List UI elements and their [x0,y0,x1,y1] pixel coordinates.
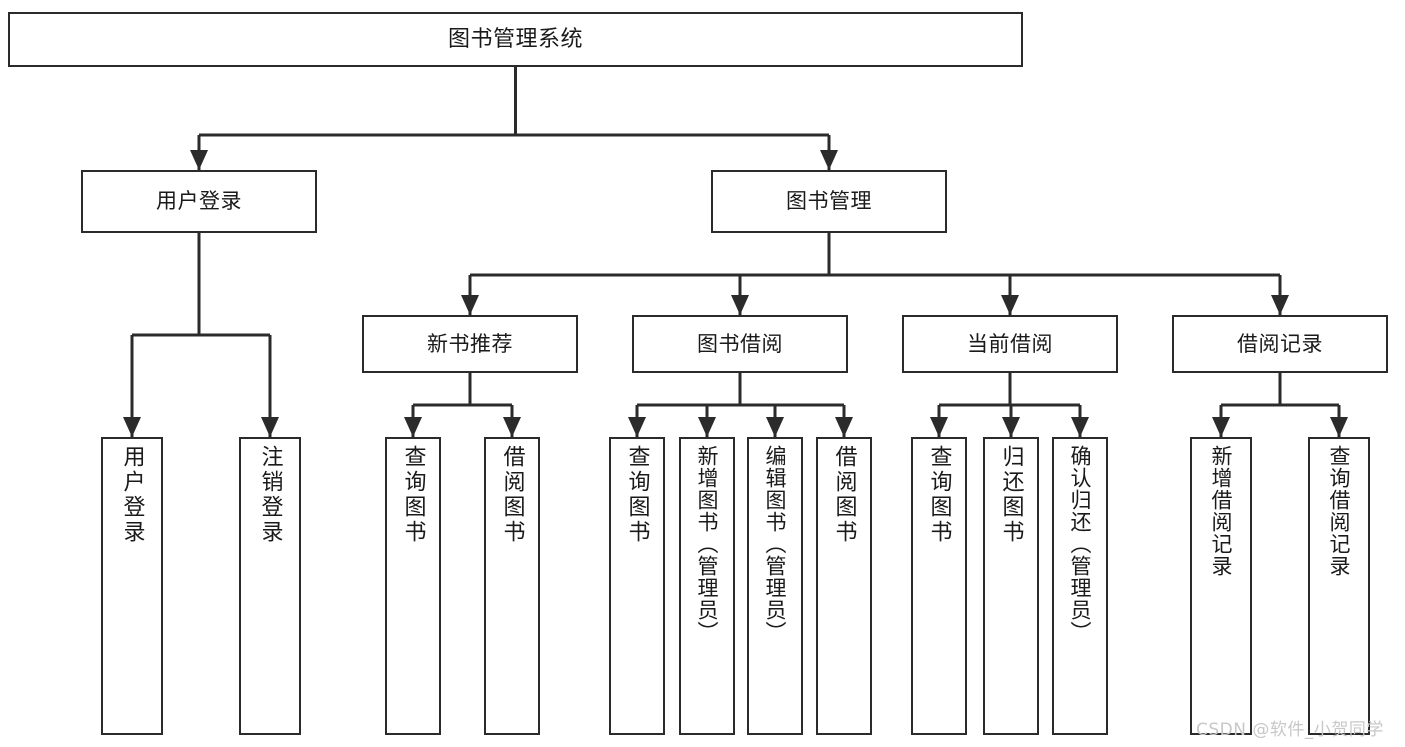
node-cur-borrow[interactable]: 当前借阅 [902,315,1118,373]
arrowhead-icon [820,150,838,170]
node-leaf-cb-confirm[interactable]: 确认归还（管理员） [1052,437,1108,735]
node-borrow-log[interactable]: 借阅记录 [1172,315,1388,373]
node-label: 用户登录 [119,445,145,545]
node-book-mgmt[interactable]: 图书管理 [711,170,947,233]
node-leaf-user-login[interactable]: 用户登录 [101,437,163,735]
node-leaf-cb-query[interactable]: 查询图书 [911,437,967,735]
arrowhead-icon [1212,417,1230,437]
node-leaf-bb-edit[interactable]: 编辑图书（管理员） [747,437,803,735]
node-label: 当前借阅 [967,331,1053,356]
node-label: 图书管理系统 [447,26,583,52]
arrowhead-icon [1071,417,1089,437]
node-leaf-rec-borrow[interactable]: 借阅图书 [484,437,540,735]
node-leaf-bb-query[interactable]: 查询图书 [609,437,665,735]
node-leaf-bl-add[interactable]: 新增借阅记录 [1190,437,1252,735]
node-leaf-bl-query[interactable]: 查询借阅记录 [1308,437,1370,735]
node-leaf-bb-borrow[interactable]: 借阅图书 [816,437,872,735]
node-label: 查询借阅记录 [1327,445,1352,577]
node-label: 新增借阅记录 [1209,445,1234,577]
node-label: 确认归还（管理员） [1068,445,1093,643]
node-leaf-user-logout[interactable]: 注销登录 [239,437,301,735]
node-label: 用户登录 [156,189,242,214]
arrowhead-icon [503,417,521,437]
node-label: 查询图书 [400,445,426,545]
node-label: 查询图书 [926,445,952,545]
node-label: 借阅记录 [1237,331,1323,356]
node-label: 注销登录 [257,445,283,545]
arrowhead-icon [731,295,749,315]
node-new-book-rec[interactable]: 新书推荐 [362,315,578,373]
node-label: 编辑图书（管理员） [763,445,788,643]
node-label: 查询图书 [624,445,650,545]
arrowhead-icon [628,417,646,437]
node-label: 新增图书（管理员） [695,445,720,643]
arrowhead-icon [698,417,716,437]
node-label: 借阅图书 [831,445,857,545]
node-user-login[interactable]: 用户登录 [81,170,317,233]
arrowhead-icon [404,417,422,437]
arrowhead-icon [1002,417,1020,437]
arrowhead-icon [930,417,948,437]
arrowhead-icon [461,295,479,315]
arrowhead-icon [1001,295,1019,315]
node-book-borrow[interactable]: 图书借阅 [632,315,848,373]
arrowhead-icon [1330,417,1348,437]
node-label: 借阅图书 [499,445,525,545]
arrowhead-icon [261,417,279,437]
node-leaf-rec-query[interactable]: 查询图书 [385,437,441,735]
node-label: 新书推荐 [427,331,513,356]
arrowhead-icon [1271,295,1289,315]
node-leaf-bb-add[interactable]: 新增图书（管理员） [679,437,735,735]
node-label: 归还图书 [998,445,1024,545]
node-label: 图书借阅 [697,331,783,356]
node-leaf-cb-return[interactable]: 归还图书 [983,437,1039,735]
node-label: 图书管理 [786,189,872,214]
arrowhead-icon [835,417,853,437]
arrowhead-icon [190,150,208,170]
node-root[interactable]: 图书管理系统 [8,12,1023,67]
csdn-watermark: CSDN @软件_小贺同学 [1196,720,1384,740]
arrowhead-icon [766,417,784,437]
arrowhead-icon [123,417,141,437]
